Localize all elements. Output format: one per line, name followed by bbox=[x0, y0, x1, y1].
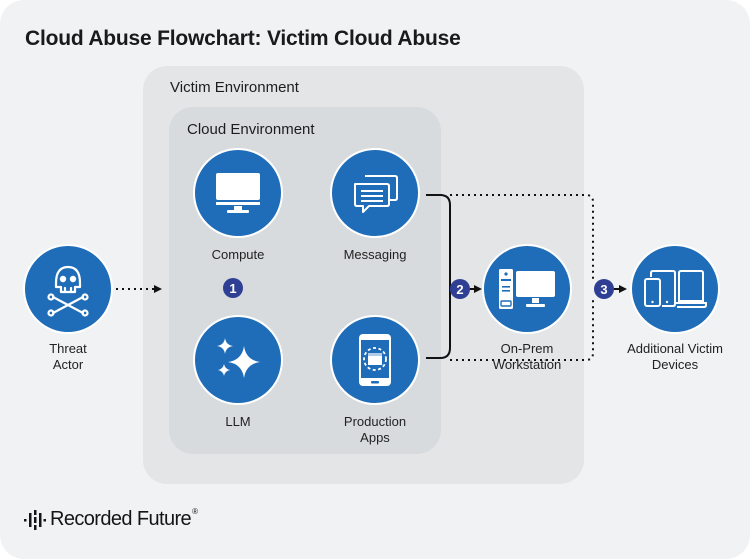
step-badge-2: 2 bbox=[450, 279, 470, 299]
node-additional-victim-devices-label: Additional Victim Devices bbox=[627, 341, 723, 372]
registered-mark: ® bbox=[192, 507, 198, 516]
skull-crossbones-icon bbox=[47, 265, 89, 317]
chat-bubbles-icon bbox=[354, 175, 398, 213]
node-on-prem-workstation[interactable] bbox=[482, 244, 572, 334]
cloud-environment-label: Cloud Environment bbox=[187, 121, 315, 138]
node-llm-label: LLM bbox=[225, 414, 251, 429]
recorded-future-mark-icon bbox=[24, 509, 46, 530]
recorded-future-logo: Recorded Future ® bbox=[24, 507, 198, 531]
diagram-title: Cloud Abuse Flowchart: Victim Cloud Abus… bbox=[25, 27, 461, 50]
step-badge-3: 3 bbox=[594, 279, 614, 299]
multi-device-icon bbox=[644, 270, 707, 308]
sparkles-icon bbox=[217, 338, 260, 378]
node-threat-actor[interactable] bbox=[23, 244, 113, 334]
node-compute-label: Compute bbox=[211, 247, 265, 262]
mobile-app-icon bbox=[359, 334, 391, 386]
node-messaging-label: Messaging bbox=[343, 247, 407, 262]
victim-environment-label: Victim Environment bbox=[170, 79, 299, 96]
monitor-icon bbox=[216, 173, 260, 213]
node-compute[interactable] bbox=[193, 148, 283, 238]
node-on-prem-workstation-label: On-Prem Workstation bbox=[492, 341, 562, 372]
node-messaging[interactable] bbox=[330, 148, 420, 238]
brand-name: Recorded Future bbox=[50, 508, 192, 530]
node-llm[interactable] bbox=[193, 315, 283, 405]
node-additional-victim-devices[interactable] bbox=[630, 244, 720, 334]
node-production-apps[interactable] bbox=[330, 315, 420, 405]
desktop-tower-icon bbox=[499, 269, 555, 309]
node-production-apps-label: Production Apps bbox=[343, 414, 407, 445]
node-threat-actor-label: Threat Actor bbox=[49, 341, 87, 372]
step-badge-1: 1 bbox=[223, 278, 243, 298]
